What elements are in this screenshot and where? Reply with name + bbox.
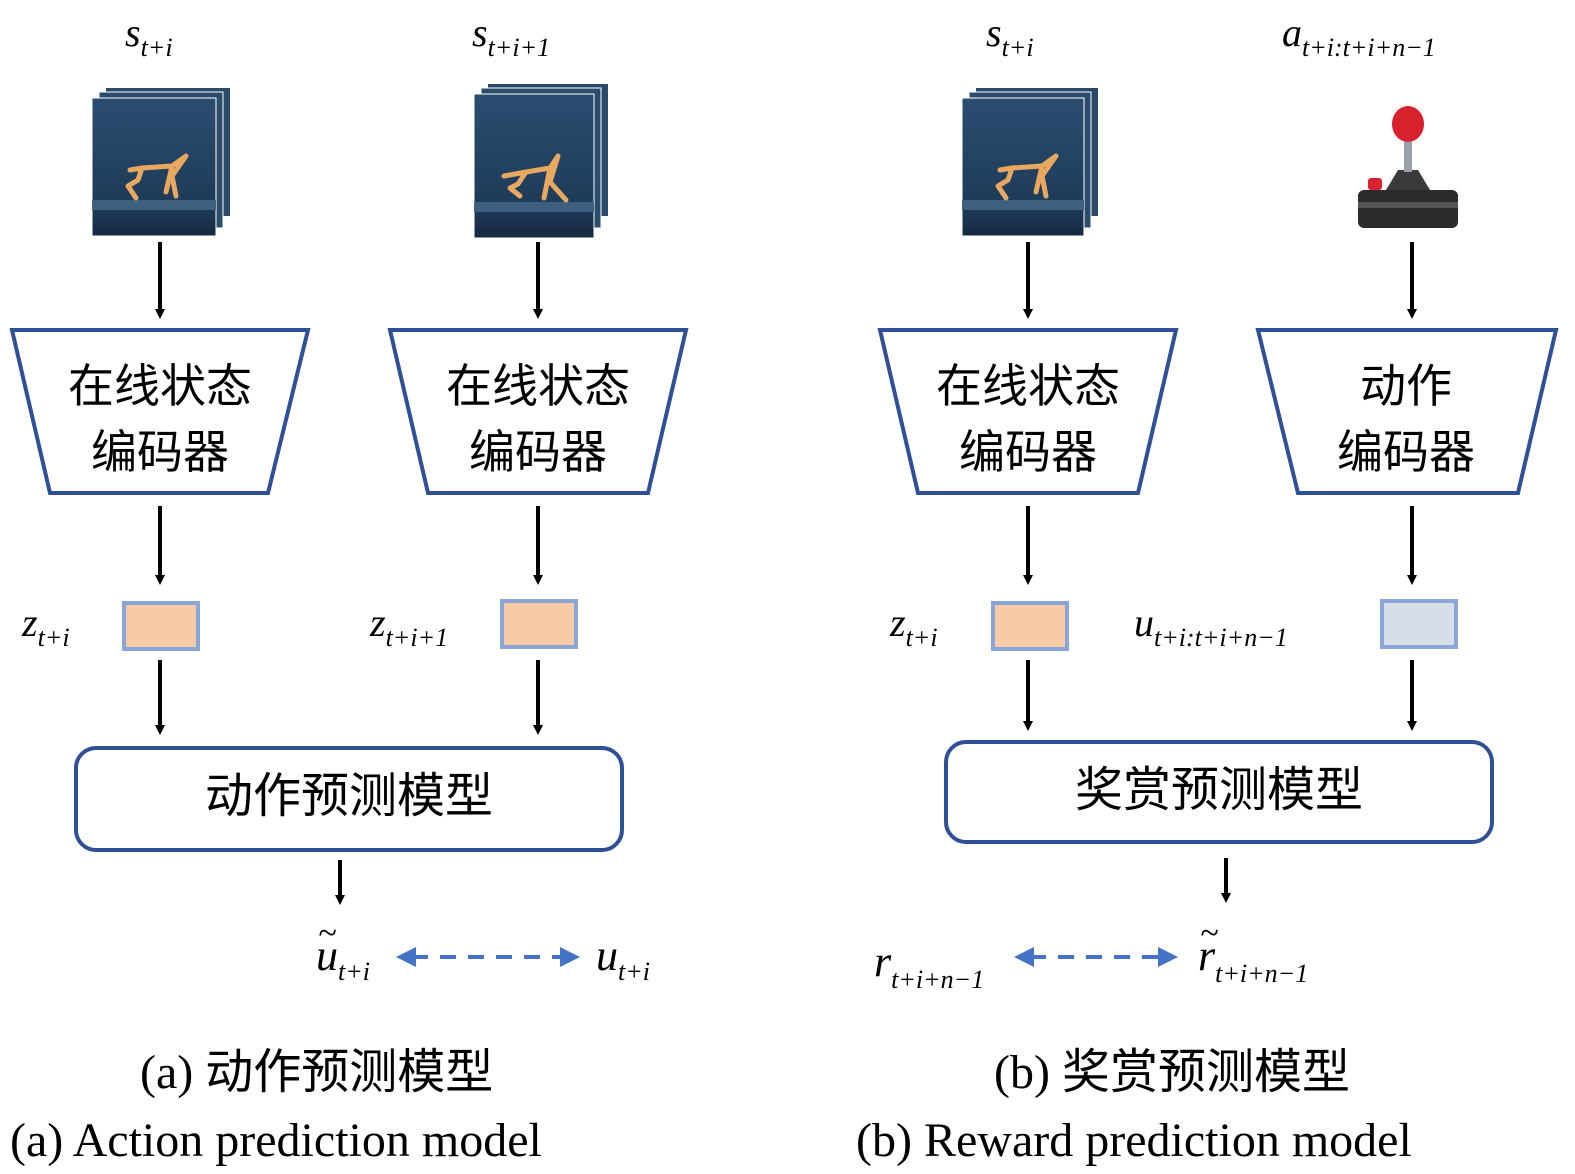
panel-a: st+i st+i+1 在线状态 编码器 在线状态 xyxy=(9,10,689,1167)
encoder-label-line2: 编码器 xyxy=(469,425,607,479)
online-state-encoder-b1: 在线状态 编码器 xyxy=(877,328,1179,495)
encoder-label-line1: 在线状态 xyxy=(446,359,630,413)
dashed-compare-arrow xyxy=(1014,947,1178,967)
walker-frame-stack-icon xyxy=(473,84,608,239)
caption-en-b: (b) Reward prediction model xyxy=(856,1114,1412,1167)
state-latent-box xyxy=(500,599,578,649)
walker-frame-stack-icon xyxy=(961,88,1098,237)
tilde-accent: ~ xyxy=(1200,915,1218,952)
tilde-accent: ~ xyxy=(318,915,336,952)
svg-text:rt+i+n−1: rt+i+n−1 xyxy=(1198,931,1308,988)
state-latent-box xyxy=(991,601,1069,651)
model-label: 奖赏预测模型 xyxy=(1075,762,1363,818)
encoder-label-line1: 动作 xyxy=(1360,359,1452,413)
action-prediction-model-box: 动作预测模型 xyxy=(74,746,624,852)
panel-b: st+i at+i:t+i+n−1 在线状态 编码器 动作 xyxy=(856,10,1559,1167)
state-latent-box xyxy=(122,601,200,651)
encoder-label-line2: 编码器 xyxy=(1337,425,1475,479)
reward-prediction-model-box: 奖赏预测模型 xyxy=(944,740,1494,844)
target-reward-label: rt+i+n−1 xyxy=(874,937,984,994)
target-action-label: ut+i xyxy=(596,931,650,986)
encoder-label-line2: 编码器 xyxy=(91,425,229,479)
caption-en-a: (a) Action prediction model xyxy=(10,1114,542,1167)
predicted-action-label: ut+i ~ xyxy=(316,915,370,986)
state-label-a1: st+i xyxy=(125,10,173,62)
caption-cn-a: (a) 动作预测模型 xyxy=(140,1046,493,1099)
caption-cn-b: (b) 奖赏预测模型 xyxy=(994,1046,1350,1099)
joystick-icon xyxy=(1358,106,1458,228)
latent-label-a1: zt+i xyxy=(21,600,70,652)
state-label-b1: st+i xyxy=(986,10,1034,62)
online-state-encoder-a1: 在线状态 编码器 xyxy=(9,328,311,495)
walker-frame-stack-icon xyxy=(91,88,230,237)
svg-text:ut+i: ut+i xyxy=(316,931,370,986)
state-label-a2: st+i+1 xyxy=(472,10,550,62)
encoder-label-line2: 编码器 xyxy=(959,425,1097,479)
action-latent-box xyxy=(1380,599,1458,649)
dashed-compare-arrow xyxy=(396,947,580,967)
encoder-label-line1: 在线状态 xyxy=(68,359,252,413)
encoder-label-line1: 在线状态 xyxy=(936,359,1120,413)
latent-label-b1: zt+i xyxy=(889,600,938,652)
action-encoder-b2: 动作 编码器 xyxy=(1255,328,1559,495)
latent-label-a2: zt+i+1 xyxy=(369,600,448,652)
latent-label-b2: ut+i:t+i+n−1 xyxy=(1134,600,1288,652)
model-label: 动作预测模型 xyxy=(205,768,493,824)
online-state-encoder-a2: 在线状态 编码器 xyxy=(387,328,689,495)
predicted-reward-label: rt+i+n−1 ~ xyxy=(1198,915,1308,988)
action-label-b2: at+i:t+i+n−1 xyxy=(1282,10,1436,62)
